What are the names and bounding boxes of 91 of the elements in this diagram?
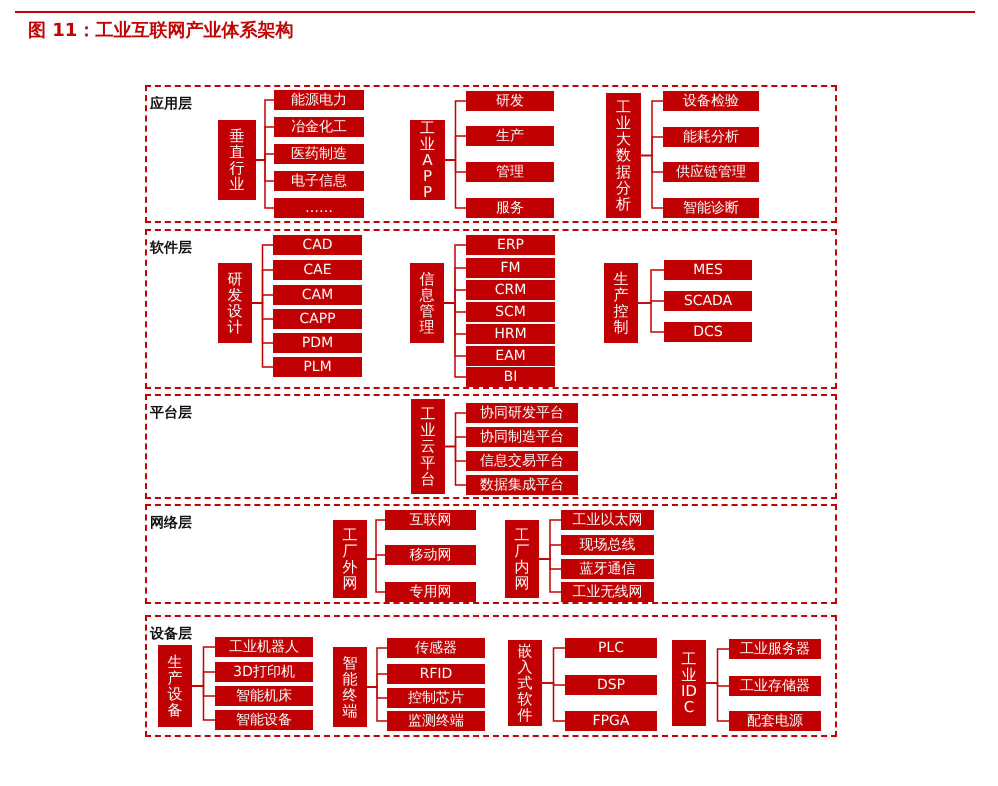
item-box: 移动网	[385, 545, 476, 565]
item-box: MES	[664, 260, 752, 280]
category-box: 研发设计	[218, 263, 252, 343]
category-box: 工厂外网	[333, 520, 367, 598]
dashed-layer-box	[145, 394, 837, 499]
category-box: 嵌入式软件	[508, 640, 542, 726]
connector-line	[252, 302, 273, 368]
dashed-layer-box	[145, 229, 837, 389]
item-box: 互联网	[385, 510, 476, 530]
connector-line	[367, 558, 385, 593]
dashed-layer-box	[145, 85, 837, 223]
item-box: 监测终端	[387, 711, 485, 731]
item-box: DSP	[565, 675, 657, 695]
item-box: 3D打印机	[215, 662, 313, 682]
item-box: 蓝牙通信	[561, 559, 654, 579]
category-box: 工业IDC	[672, 640, 706, 726]
item-box: 现场总线	[561, 535, 654, 555]
category-box: 生产控制	[604, 263, 638, 343]
item-box: 协同制造平台	[466, 427, 578, 447]
layer-label: 应用层	[150, 95, 192, 113]
connector-line	[256, 159, 274, 209]
item-box: FM	[466, 258, 555, 278]
item-box: HRM	[466, 324, 555, 344]
item-box: 专用网	[385, 582, 476, 602]
item-box: 智能设备	[215, 710, 313, 730]
item-box: 设备检验	[663, 91, 759, 111]
dashed-layer-box	[145, 504, 837, 604]
connector-line	[445, 446, 466, 486]
item-box: ERP	[466, 235, 555, 255]
item-box: 配套电源	[729, 711, 821, 731]
category-box: 信息管理	[410, 263, 444, 343]
connector-line	[444, 302, 466, 378]
category-box: 工业大数据分析	[606, 93, 641, 218]
connector-line	[445, 159, 466, 209]
item-box: EAM	[466, 346, 555, 366]
category-box: 垂直行业	[218, 120, 256, 200]
category-box: 工厂内网	[505, 520, 539, 598]
item-box: 工业无线网	[561, 582, 654, 602]
item-box: 信息交易平台	[466, 451, 578, 471]
item-box: 工业以太网	[561, 510, 654, 530]
item-box: 电子信息	[274, 171, 364, 191]
connector-line	[542, 682, 565, 722]
connector-line	[706, 682, 729, 722]
item-box: PDM	[273, 333, 362, 353]
layer-label: 软件层	[150, 239, 192, 257]
item-box: ……	[274, 198, 364, 218]
item-box: PLC	[565, 638, 657, 658]
item-box: DCS	[664, 322, 752, 342]
category-box: 工业APP	[410, 120, 445, 200]
item-box: 工业存储器	[729, 676, 821, 696]
item-box: 医药制造	[274, 144, 364, 164]
item-box: 冶金化工	[274, 117, 364, 137]
layer-label: 网络层	[150, 514, 192, 532]
item-box: BI	[466, 367, 555, 387]
category-box: 生产设备	[158, 645, 192, 727]
item-box: 能源电力	[274, 90, 364, 110]
item-box: CAPP	[273, 309, 362, 329]
dashed-layer-box	[145, 615, 837, 737]
item-box: SCADA	[664, 291, 752, 311]
category-box: 智能终端	[333, 647, 367, 727]
category-box: 工业云平台	[411, 399, 445, 494]
item-box: 数据集成平台	[466, 475, 578, 495]
item-box: 生产	[466, 126, 554, 146]
item-box: CAD	[273, 235, 362, 255]
connector-line	[638, 302, 664, 333]
layer-label: 平台层	[150, 404, 192, 422]
connector-line	[192, 685, 215, 721]
item-box: 服务	[466, 198, 554, 218]
item-box: 工业机器人	[215, 637, 313, 657]
item-box: CRM	[466, 280, 555, 300]
item-box: RFID	[387, 664, 485, 684]
item-box: 工业服务器	[729, 639, 821, 659]
layer-label: 设备层	[150, 625, 192, 643]
item-box: CAE	[273, 260, 362, 280]
item-box: 能耗分析	[663, 127, 759, 147]
connector-line	[367, 686, 387, 722]
item-box: SCM	[466, 302, 555, 322]
connector-line	[539, 558, 561, 593]
item-box: 管理	[466, 162, 554, 182]
item-box: 供应链管理	[663, 162, 759, 182]
item-box: 智能诊断	[663, 198, 759, 218]
item-box: CAM	[273, 285, 362, 305]
connector-line	[641, 154, 663, 209]
item-box: 控制芯片	[387, 688, 485, 708]
item-box: 智能机床	[215, 686, 313, 706]
figure-title: 图 11：工业互联网产业体系架构	[28, 19, 294, 42]
item-box: 研发	[466, 91, 554, 111]
item-box: FPGA	[565, 711, 657, 731]
item-box: 协同研发平台	[466, 403, 578, 423]
item-box: PLM	[273, 357, 362, 377]
item-box: 传感器	[387, 638, 485, 658]
